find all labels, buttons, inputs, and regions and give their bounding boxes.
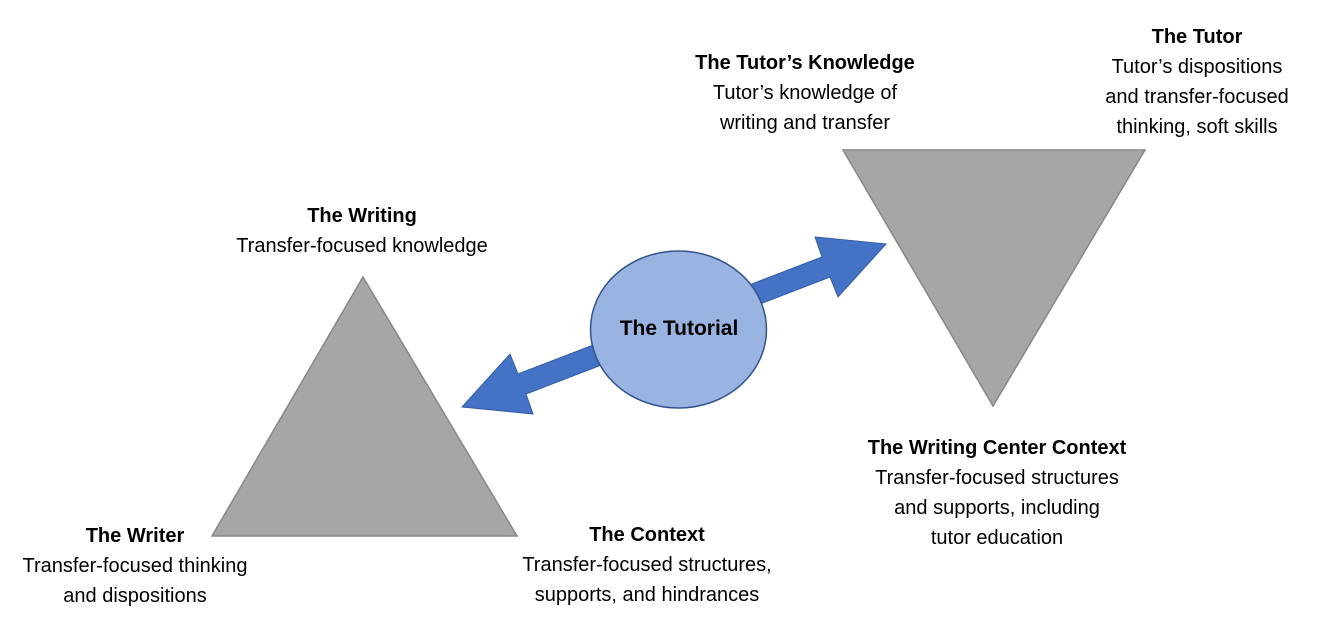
label-context-title: The Context: [589, 524, 705, 546]
label-tutor: The Tutor Tutor’s dispositions and trans…: [1047, 22, 1323, 142]
label-tutors-knowledge-line: writing and transfer: [719, 112, 891, 134]
label-tutorial: The Tutorial: [619, 317, 739, 340]
label-writing-center-context: The Writing Center Context Transfer-focu…: [832, 433, 1162, 553]
label-tutor-line: thinking, soft skills: [1116, 116, 1278, 138]
label-tutors-knowledge-title: The Tutor’s Knowledge: [695, 52, 915, 74]
label-tutors-knowledge: The Tutor’s Knowledge Tutor’s knowledge …: [645, 48, 965, 138]
label-writing-center-context-line: and supports, including: [894, 497, 1100, 519]
label-writer-line: and dispositions: [63, 585, 207, 607]
label-tutor-line: and transfer-focused: [1105, 86, 1289, 108]
label-writing-center-context-line: tutor education: [930, 527, 1064, 549]
label-writing-center-context-line: Transfer-focused structures: [875, 467, 1119, 489]
upward-triangle: [210, 275, 519, 537]
label-tutor-line: Tutor’s dispositions: [1111, 56, 1283, 78]
label-writing-title: The Writing: [307, 205, 417, 227]
label-context-line: Transfer-focused structures,: [522, 554, 772, 576]
tutorial-circle: [589, 250, 768, 409]
label-context: The Context Transfer-focused structures,…: [487, 520, 807, 610]
label-writer-title: The Writer: [85, 525, 185, 547]
label-writing: The Writing Transfer-focused knowledge: [212, 201, 512, 261]
label-writing-center-context-title: The Writing Center Context: [867, 437, 1127, 459]
label-writer: The Writer Transfer-focused thinking and…: [0, 521, 290, 611]
inverted-triangle: [841, 149, 1147, 408]
label-tutor-title: The Tutor: [1151, 26, 1243, 48]
label-writer-line: Transfer-focused thinking: [22, 555, 248, 577]
label-context-line: supports, and hindrances: [534, 584, 760, 606]
label-tutors-knowledge-line: Tutor’s knowledge of: [712, 82, 898, 104]
label-writing-line: Transfer-focused knowledge: [236, 235, 488, 257]
